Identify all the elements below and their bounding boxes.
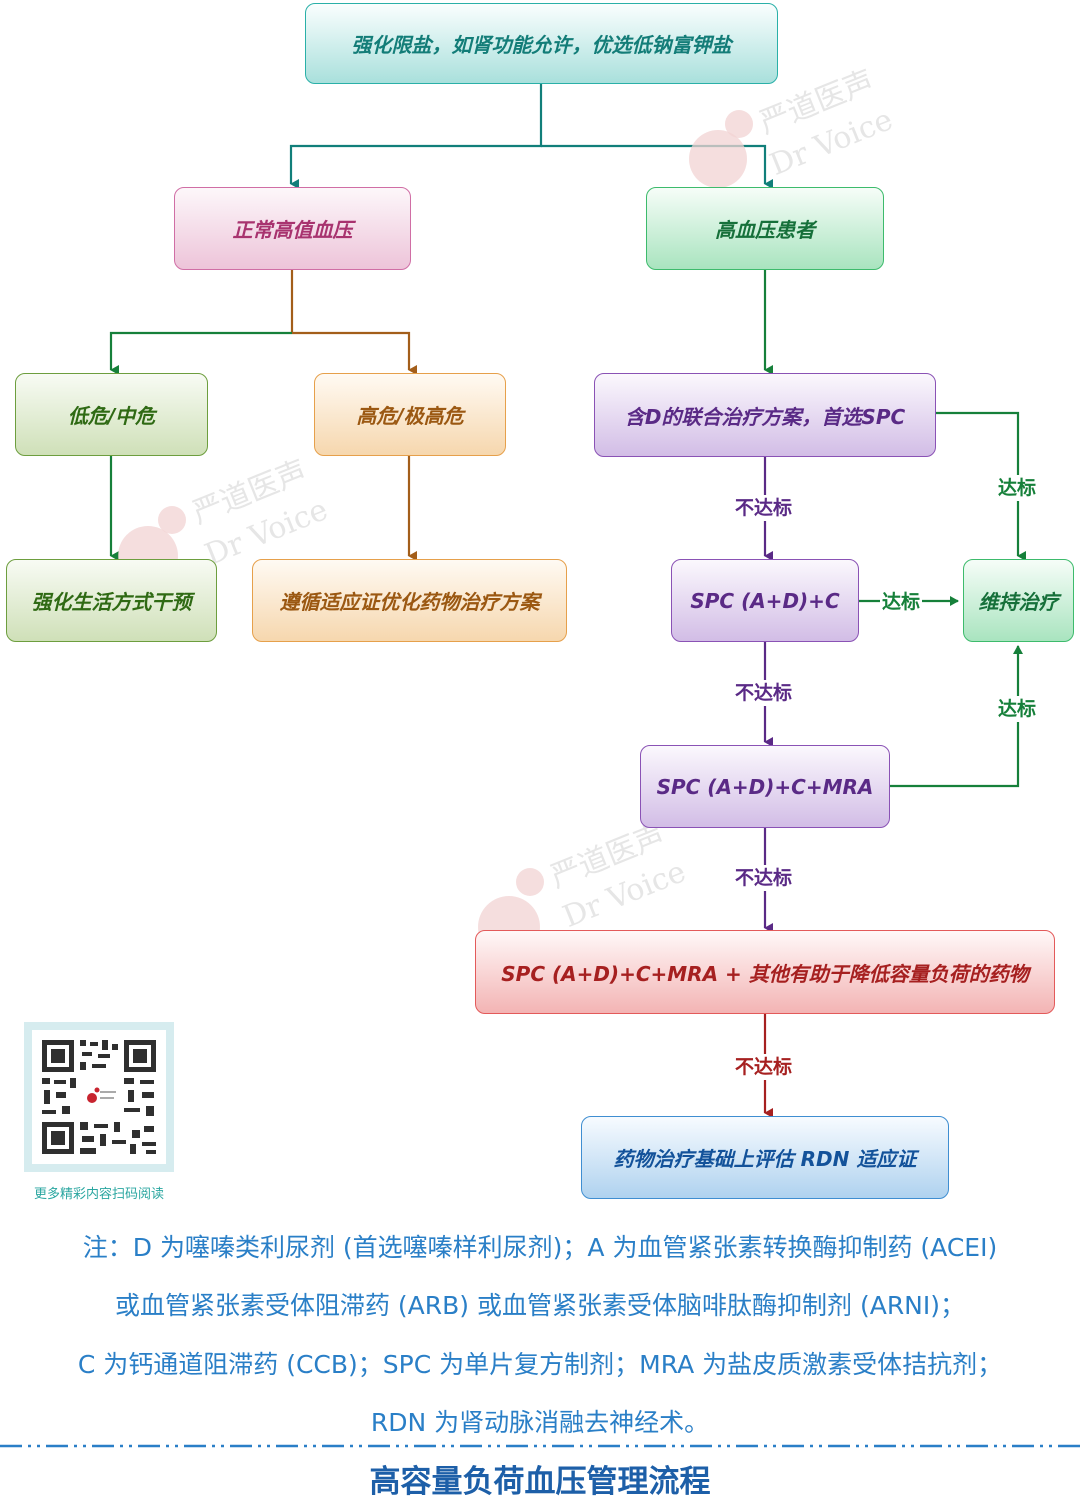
qr-caption: 更多精彩内容扫码阅读 bbox=[33, 1187, 164, 1202]
edge-label-not-reached: 不达标 bbox=[733, 1054, 795, 1080]
node-label: 高血压患者 bbox=[715, 218, 815, 242]
edge-top-to-hypertension bbox=[541, 144, 773, 189]
node-label: 强化生活方式干预 bbox=[31, 590, 192, 614]
node-lifestyle-intervention: 强化生活方式干预 bbox=[6, 559, 217, 642]
node-indicated-drug-therapy: 遵循适应证优化药物治疗方案 bbox=[252, 559, 567, 642]
qr-pattern bbox=[42, 1040, 156, 1154]
edge-label-reached: 达标 bbox=[996, 696, 1039, 722]
dash-dot-divider bbox=[0, 1444, 1080, 1448]
edge-normal-to-low-risk bbox=[109, 331, 292, 375]
diagram-title: 高容量负荷血压管理流程 bbox=[369, 1464, 711, 1500]
node-label: SPC (A+D)+C bbox=[690, 588, 840, 613]
node-label: 强化限盐，如肾功能允许，优选低钠富钾盐 bbox=[351, 33, 732, 57]
edge-label-not-reached: 不达标 bbox=[733, 495, 795, 521]
edge-normal-to-high-risk bbox=[292, 331, 417, 375]
note-line-3: C 为钙通道阻滞药 (CCB)；SPC 为单片复方制剂；MRA 为盐皮质激素受体… bbox=[77, 1350, 1003, 1379]
node-hypertension-patient: 高血压患者 bbox=[646, 187, 884, 270]
node-label: SPC (A+D)+C+MRA bbox=[656, 774, 874, 799]
note-line-2: 或血管紧张素受体阻滞药 (ARB) 或血管紧张素受体脑啡肽酶抑制剂 (ARNI)… bbox=[114, 1291, 966, 1320]
node-d-combination: 含D的联合治疗方案，首选SPC bbox=[594, 373, 936, 457]
node-label: 低危/中危 bbox=[67, 404, 156, 428]
node-spc-ad-c: SPC (A+D)+C bbox=[671, 559, 859, 642]
node-rdn-evaluation: 药物治疗基础上评估 RDN 适应证 bbox=[581, 1116, 949, 1199]
node-label: 高危/极高危 bbox=[356, 404, 464, 428]
node-spc-ad-c-mra: SPC (A+D)+C+MRA bbox=[640, 745, 890, 828]
node-label: 正常高值血压 bbox=[232, 218, 353, 242]
node-label: SPC (A+D)+C+MRA + 其他有助于降低容量负荷的药物 bbox=[501, 961, 1029, 986]
node-high-very-high-risk: 高危/极高危 bbox=[314, 373, 506, 456]
node-maintain-therapy: 维持治疗 bbox=[963, 559, 1074, 642]
note-line-4: RDN 为肾动脉消融去神经术。 bbox=[370, 1408, 710, 1437]
node-low-mid-risk: 低危/中危 bbox=[15, 373, 208, 456]
node-label: 含D的联合治疗方案，首选SPC bbox=[624, 404, 906, 429]
node-spc-mra-plus-other: SPC (A+D)+C+MRA + 其他有助于降低容量负荷的药物 bbox=[475, 930, 1055, 1014]
node-salt-restriction: 强化限盐，如肾功能允许，优选低钠富钾盐 bbox=[305, 3, 778, 84]
qr-code[interactable] bbox=[24, 1022, 174, 1172]
edge-spccmra-to-maintain bbox=[889, 645, 1023, 788]
qr-code-icon bbox=[32, 1030, 166, 1164]
node-label: 维持治疗 bbox=[978, 590, 1059, 614]
edge-dcombo-to-maintain bbox=[936, 411, 1026, 561]
edge-label-not-reached: 不达标 bbox=[733, 865, 795, 891]
node-label: 遵循适应证优化药物治疗方案 bbox=[279, 590, 540, 614]
edge-top-to-normal bbox=[289, 84, 543, 189]
node-label: 药物治疗基础上评估 RDN 适应证 bbox=[613, 1147, 917, 1171]
edge-label-reached: 达标 bbox=[880, 589, 923, 615]
edge-label-not-reached: 不达标 bbox=[733, 680, 795, 706]
note-line-1: 注：D 为噻嗪类利尿剂 (首选噻嗪样利尿剂)；A 为血管紧张素转换酶抑制药 (A… bbox=[82, 1233, 998, 1262]
edge-label-reached: 达标 bbox=[996, 475, 1039, 501]
node-normal-high-bp: 正常高值血压 bbox=[174, 187, 411, 270]
